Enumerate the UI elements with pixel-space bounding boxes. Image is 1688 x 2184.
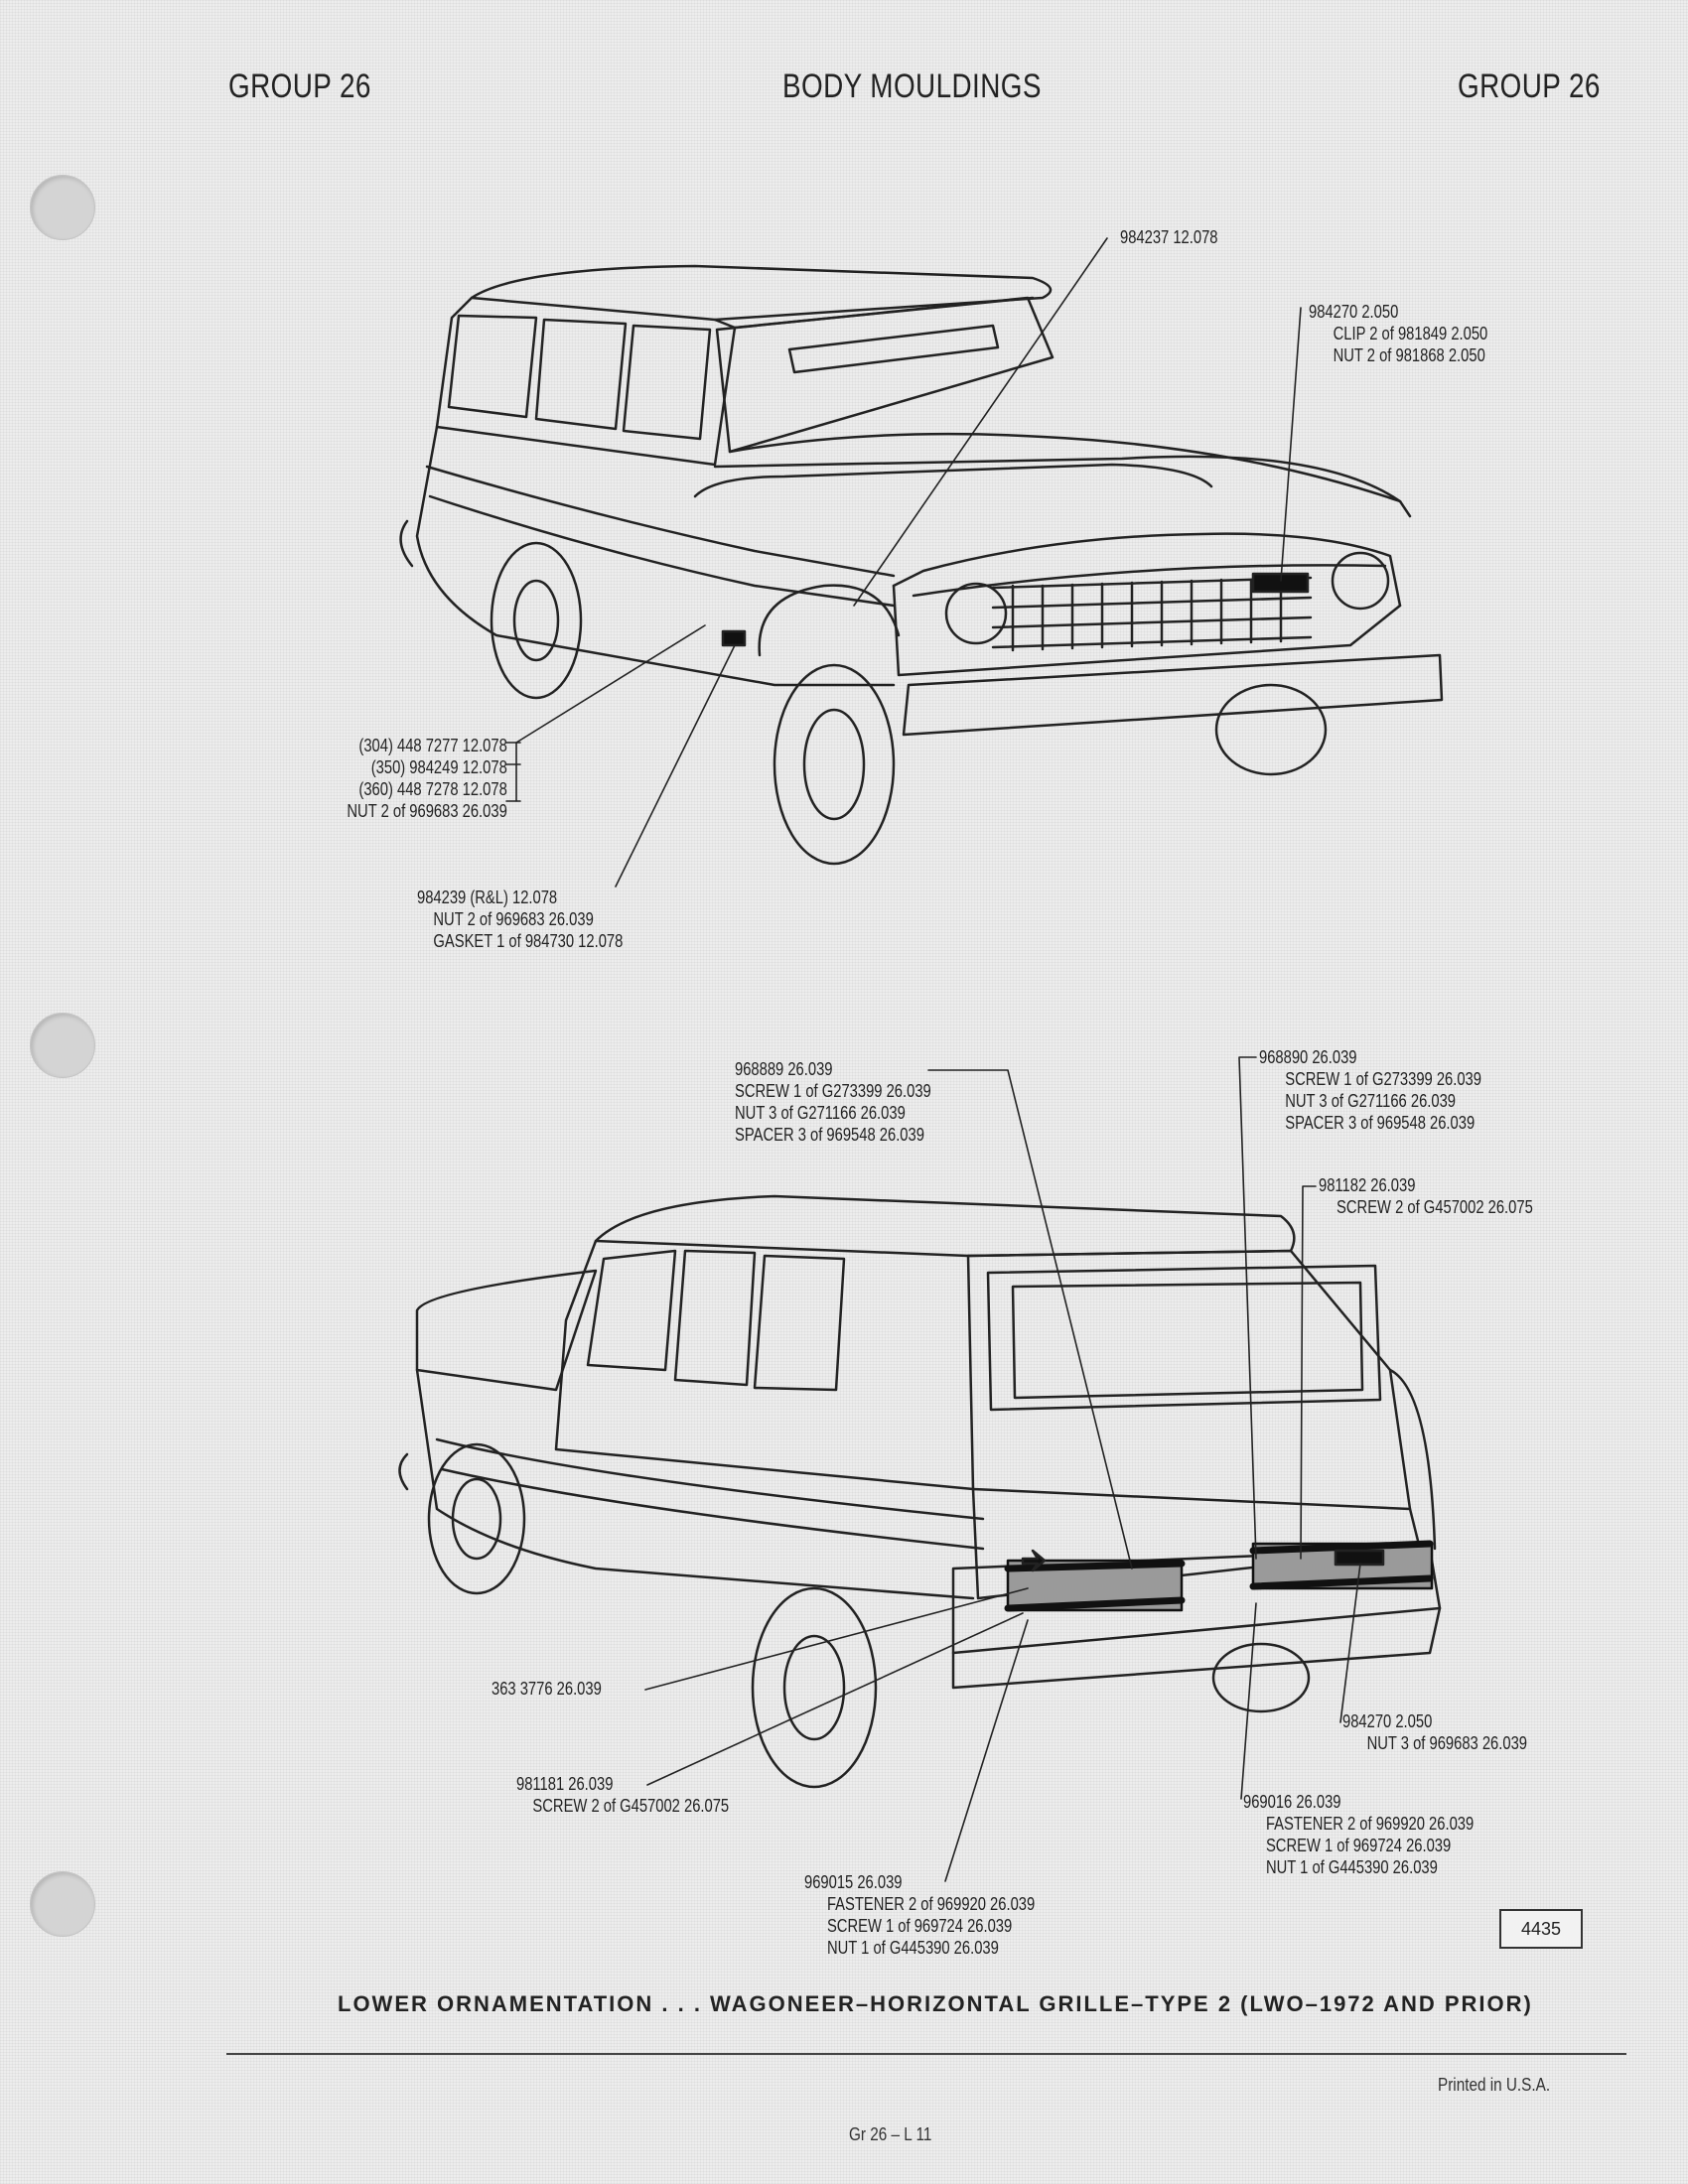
part-sub-item: NUT 3 of G271166 26.039: [735, 1103, 906, 1123]
part-sub-item: FASTENER 2 of 969920 26.039: [1265, 1814, 1475, 1834]
part-sub-item: SPACER 3 of 969548 26.039: [735, 1125, 924, 1145]
part-sub-item: NUT 1 of G445390 26.039: [1265, 1857, 1438, 1877]
part-number: (360) 448 7278 12.078: [358, 779, 507, 799]
header-group-left: GROUP 26: [228, 68, 371, 105]
part-sub-item: SCREW 1 of 969724 26.039: [1265, 1836, 1452, 1855]
binder-hole: [30, 1013, 95, 1078]
part-sub-item: GASKET 1 of 984730 12.078: [433, 931, 624, 951]
wagoneer-front-drawing: [399, 264, 1444, 866]
part-sub-item: NUT 3 of G271166 26.039: [1285, 1091, 1457, 1111]
part-sub-item: SCREW 1 of 969724 26.039: [826, 1916, 1013, 1936]
callout-side-emblem: (304) 448 7277 12.078 (350) 984249 12.07…: [290, 735, 507, 822]
callout-968889: 968889 26.039 SCREW 1 of G273399 26.039 …: [735, 1058, 931, 1146]
callout-969016: 969016 26.039 FASTENER 2 of 969920 26.03…: [1243, 1791, 1474, 1878]
part-number: 981182 26.039: [1319, 1175, 1416, 1195]
callout-981182: 981182 26.039 SCREW 2 of G457002 26.075: [1319, 1174, 1533, 1218]
part-sub-item: NUT 2 of 981868 2.050: [1333, 345, 1485, 365]
part-sub-item: NUT 2 of 969683 26.039: [347, 801, 507, 821]
part-number: (304) 448 7277 12.078: [358, 736, 507, 755]
part-number: 984270 2.050: [1342, 1711, 1433, 1731]
header-title: BODY MOULDINGS: [782, 68, 1042, 105]
part-sub-item: CLIP 2 of 981849 2.050: [1333, 324, 1488, 343]
part-number: 363 3776 26.039: [492, 1679, 602, 1699]
figure-caption: LOWER ORNAMENTATION . . . WAGONEER–HORIZ…: [338, 1991, 1533, 2016]
header-group-right: GROUP 26: [1458, 68, 1601, 105]
wagoneer-rear-drawing: [398, 1194, 1442, 1789]
part-sub-item: NUT 2 of 969683 26.039: [433, 909, 594, 929]
binder-hole: [30, 1871, 95, 1937]
part-sub-item: SCREW 1 of G273399 26.039: [735, 1081, 931, 1101]
printed-note: Printed in U.S.A.: [1438, 2075, 1551, 2095]
part-number: 969016 26.039: [1243, 1792, 1341, 1812]
part-sub-item: FASTENER 2 of 969920 26.039: [826, 1894, 1036, 1914]
part-number: 981181 26.039: [516, 1774, 614, 1794]
part-sub-item: NUT 3 of 969683 26.039: [1366, 1733, 1527, 1753]
callout-3633776: 363 3776 26.039: [492, 1678, 602, 1700]
part-number: 984237 12.078: [1120, 227, 1218, 247]
part-number: 984239 (R&L) 12.078: [417, 887, 558, 907]
part-sub-item: SCREW 2 of G457002 26.075: [1336, 1197, 1533, 1217]
callout-984270-rear: 984270 2.050 NUT 3 of 969683 26.039: [1342, 1710, 1527, 1754]
part-number: 984270 2.050: [1309, 302, 1399, 322]
leader-lines-bottom: [644, 1056, 1361, 1882]
callout-969015: 969015 26.039 FASTENER 2 of 969920 26.03…: [804, 1871, 1035, 1959]
part-sub-item: SCREW 2 of G457002 26.075: [532, 1796, 730, 1816]
callout-984270-front: 984270 2.050 CLIP 2 of 981849 2.050 NUT …: [1309, 301, 1487, 366]
part-sub-item: SPACER 3 of 969548 26.039: [1285, 1113, 1476, 1133]
part-number: 968889 26.039: [735, 1059, 833, 1079]
part-sub-item: SCREW 1 of G273399 26.039: [1285, 1069, 1481, 1089]
part-sub-item: NUT 1 of G445390 26.039: [826, 1938, 999, 1958]
callout-984237: 984237 12.078: [1120, 226, 1218, 248]
part-number: 969015 26.039: [804, 1872, 903, 1892]
page-number: Gr 26 – L 11: [849, 2124, 932, 2144]
callout-984239: 984239 (R&L) 12.078 NUT 2 of 969683 26.0…: [417, 887, 623, 952]
figure-number-box: 4435: [1499, 1909, 1583, 1949]
callout-968890: 968890 26.039 SCREW 1 of G273399 26.039 …: [1259, 1046, 1481, 1134]
callout-981181: 981181 26.039 SCREW 2 of G457002 26.075: [516, 1773, 729, 1817]
part-number: (350) 984249 12.078: [370, 757, 507, 777]
leader-lines-top: [505, 237, 1302, 887]
binder-hole: [30, 175, 95, 240]
part-number: 968890 26.039: [1259, 1047, 1357, 1067]
footer-rule: [226, 2053, 1626, 2055]
